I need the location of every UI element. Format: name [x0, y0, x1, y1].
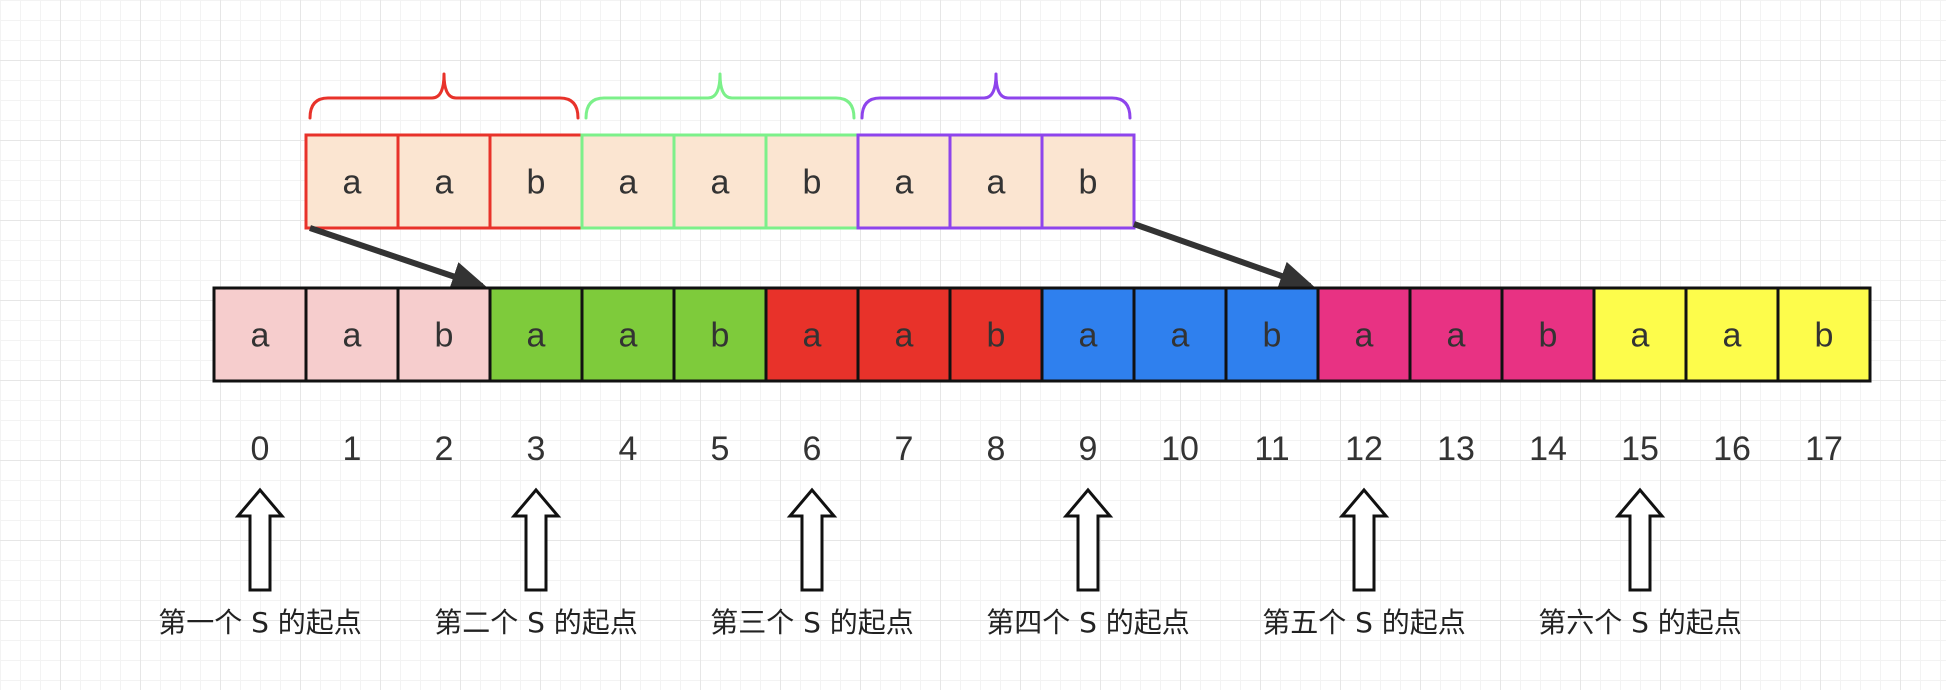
start-markers: 第一个 S 的起点 第二个 S 的起点 第三个 S 的起点 第四个 S 的起点 第五个 …	[158, 487, 1742, 639]
top-cell	[764, 133, 860, 230]
top-cell-letter: b	[527, 164, 546, 202]
bottom-cell	[1224, 286, 1320, 383]
top-cell-letter: b	[1079, 164, 1098, 202]
bottom-cell-letter: a	[803, 317, 822, 355]
top-cell	[1040, 133, 1136, 230]
bottom-cell-letter: b	[987, 317, 1006, 355]
bottom-cell-letter: b	[1263, 317, 1282, 355]
index-label: 1	[343, 430, 362, 468]
bottom-cell-letter: a	[1723, 317, 1742, 355]
up-arrow-icon	[510, 487, 562, 592]
bottom-cell	[1316, 286, 1412, 383]
index-label: 12	[1345, 430, 1383, 468]
group-brace	[308, 72, 580, 120]
index-label: 0	[251, 430, 270, 468]
bottom-cell-letter: a	[619, 317, 638, 355]
bottom-cell-letter: a	[343, 317, 362, 355]
up-arrow-icon	[1614, 487, 1666, 592]
index-label: 6	[803, 430, 822, 468]
bottom-cell	[1408, 286, 1504, 383]
start-caption: 第三个 S 的起点	[710, 606, 914, 639]
up-arrow-icon	[786, 487, 838, 592]
group-brace	[860, 72, 1132, 120]
bottom-cell	[1592, 286, 1688, 383]
group-brace	[584, 72, 856, 120]
bottom-cell	[764, 286, 860, 383]
up-arrow-icon	[1062, 487, 1114, 592]
bottom-cell	[1040, 286, 1136, 383]
index-label: 15	[1621, 430, 1659, 468]
bottom-cell-letter: a	[1631, 317, 1650, 355]
bottom-cell-letter: a	[251, 317, 270, 355]
top-cell	[672, 133, 768, 230]
index-label: 4	[619, 430, 638, 468]
index-label: 5	[711, 430, 730, 468]
bottom-cell	[856, 286, 952, 383]
index-label: 11	[1254, 430, 1289, 468]
top-cell-letter: a	[711, 164, 730, 202]
top-cell	[304, 133, 400, 230]
bottom-cell-letter: b	[1539, 317, 1558, 355]
start-caption: 第四个 S 的起点	[986, 606, 1190, 639]
bottom-cell	[1776, 286, 1872, 383]
start-caption: 第二个 S 的起点	[434, 606, 638, 639]
bottom-cell	[488, 286, 584, 383]
bottom-cell	[396, 286, 492, 383]
top-cell	[396, 133, 492, 230]
start-caption: 第五个 S 的起点	[1262, 606, 1466, 639]
start-caption: 第六个 S 的起点	[1538, 606, 1742, 639]
index-label: 2	[435, 430, 454, 468]
index-label: 13	[1437, 430, 1475, 468]
bottom-cell-letter: a	[1079, 317, 1098, 355]
index-label: 8	[987, 430, 1006, 468]
mapping-arrow	[1133, 221, 1316, 291]
top-cell-letter: a	[343, 164, 362, 202]
top-cell-letter: b	[803, 164, 822, 202]
top-cell-letter: a	[435, 164, 454, 202]
bottom-cell	[580, 286, 676, 383]
bottom-cell-letter: a	[895, 317, 914, 355]
index-label: 7	[895, 430, 914, 468]
index-label: 3	[527, 430, 546, 468]
mapping-arrows	[309, 221, 1316, 291]
index-label: 17	[1805, 430, 1843, 468]
up-arrow-icon	[1338, 487, 1390, 592]
top-cell-letter: a	[619, 164, 638, 202]
group-braces	[308, 72, 1132, 120]
index-label: 9	[1079, 430, 1098, 468]
bottom-cell-letter: a	[1171, 317, 1190, 355]
bottom-cell-letter: a	[527, 317, 546, 355]
bottom-cell-letter: b	[435, 317, 454, 355]
top-cell	[488, 133, 584, 230]
up-arrow-icon	[234, 487, 286, 592]
start-caption: 第一个 S 的起点	[158, 606, 362, 639]
top-cell-letter: a	[895, 164, 914, 202]
top-cell	[856, 133, 952, 230]
index-label: 14	[1529, 430, 1567, 468]
bottom-cell-letter: a	[1355, 317, 1374, 355]
index-label: 16	[1713, 430, 1751, 468]
bottom-cell-letter: a	[1447, 317, 1466, 355]
bottom-cell-letter: b	[711, 317, 730, 355]
bottom-cell-letter: b	[1815, 317, 1834, 355]
mapping-arrow	[309, 225, 488, 291]
bottom-cell	[212, 286, 308, 383]
top-cell	[948, 133, 1044, 230]
top-cell-letter: a	[987, 164, 1006, 202]
index-label: 10	[1161, 430, 1199, 468]
bottom-cell	[1132, 286, 1228, 383]
